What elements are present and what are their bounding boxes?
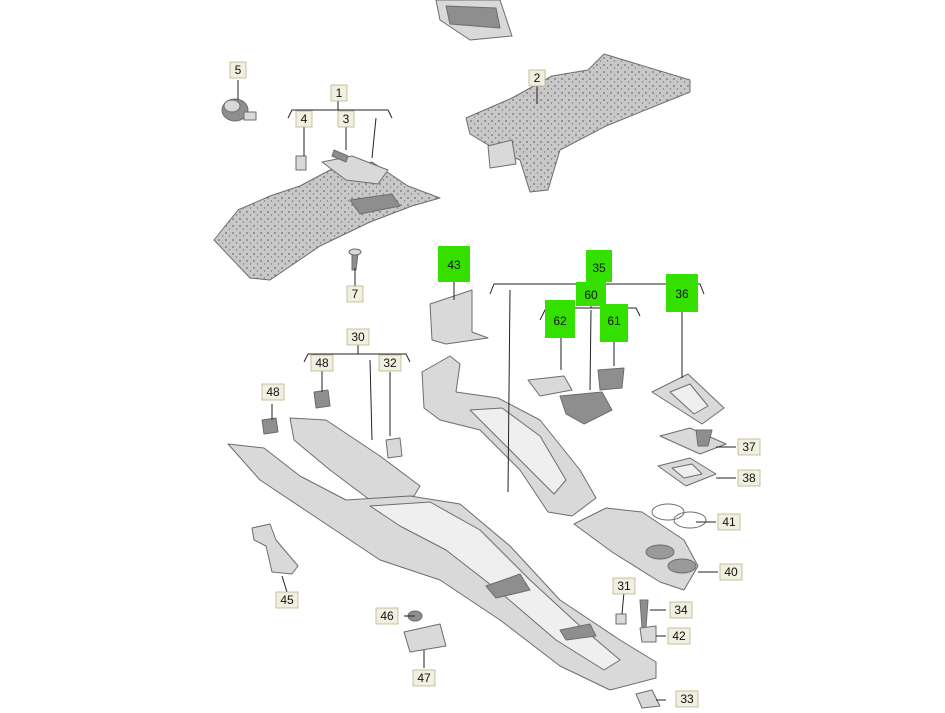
callout-48-right: 48	[310, 354, 334, 372]
svg-text:34: 34	[674, 603, 688, 617]
cover-plate-part	[429, 289, 489, 345]
svg-text:48: 48	[266, 385, 280, 399]
svg-text:47: 47	[417, 671, 431, 685]
callout-4: 4	[295, 110, 313, 128]
svg-text:31: 31	[617, 579, 631, 593]
callout-46: 46	[375, 607, 399, 625]
leader-lines	[237, 80, 736, 701]
svg-text:7: 7	[352, 287, 359, 301]
callout-45: 45	[275, 591, 299, 609]
callout-7: 7	[346, 285, 364, 303]
svg-text:45: 45	[280, 593, 294, 607]
svg-text:61: 61	[607, 314, 621, 328]
svg-text:3: 3	[343, 112, 350, 126]
svg-text:37: 37	[742, 440, 756, 454]
svg-text:32: 32	[383, 356, 397, 370]
callout-61: 61	[600, 304, 628, 342]
svg-text:46: 46	[380, 609, 394, 623]
svg-text:62: 62	[553, 314, 567, 328]
svg-text:30: 30	[351, 330, 365, 344]
callout-37: 37	[737, 438, 761, 456]
svg-text:2: 2	[534, 71, 541, 85]
svg-text:33: 33	[680, 692, 694, 706]
insulation-mat-lower	[213, 155, 441, 281]
callout-2: 2	[528, 69, 546, 87]
svg-text:43: 43	[447, 258, 461, 272]
svg-text:36: 36	[675, 287, 689, 301]
storage-insert-parts	[527, 367, 625, 425]
callout-60: 60	[576, 282, 606, 306]
callout-1: 1	[330, 84, 348, 102]
insulation-mat-upper	[465, 53, 691, 193]
callout-36: 36	[666, 274, 698, 312]
svg-text:60: 60	[584, 288, 598, 302]
callout-3: 3	[337, 110, 355, 128]
svg-text:1: 1	[336, 86, 343, 100]
top-bracket-part	[435, 0, 513, 41]
callout-5: 5	[229, 61, 247, 79]
callout-40: 40	[719, 563, 743, 581]
callout-47: 47	[412, 669, 436, 687]
trim-pads	[261, 389, 403, 459]
callout-32: 32	[378, 354, 402, 372]
cupholder-parts	[573, 503, 707, 591]
lower-console-part	[227, 443, 657, 691]
callout-30: 30	[346, 328, 370, 346]
shift-trim-parts	[651, 373, 727, 487]
callout-43: 43	[438, 246, 470, 282]
side-panel-part	[289, 417, 421, 501]
grommet-part	[221, 98, 257, 122]
svg-text:35: 35	[592, 261, 606, 275]
callout-42: 42	[667, 627, 691, 645]
callout-35: 35	[586, 250, 612, 282]
fastener-parts	[615, 599, 661, 709]
callout-33: 33	[675, 690, 699, 708]
svg-text:42: 42	[672, 629, 686, 643]
callout-38: 38	[737, 469, 761, 487]
svg-text:38: 38	[742, 471, 756, 485]
svg-text:48: 48	[315, 356, 329, 370]
callout-62: 62	[545, 300, 575, 338]
callout-41: 41	[717, 513, 741, 531]
svg-text:5: 5	[235, 63, 242, 77]
svg-text:41: 41	[722, 515, 736, 529]
svg-text:40: 40	[724, 565, 738, 579]
callout-34: 34	[669, 601, 693, 619]
svg-text:4: 4	[301, 112, 308, 126]
callout-48-left: 48	[261, 383, 285, 401]
small-fasteners	[295, 149, 362, 271]
callout-31: 31	[612, 577, 636, 595]
